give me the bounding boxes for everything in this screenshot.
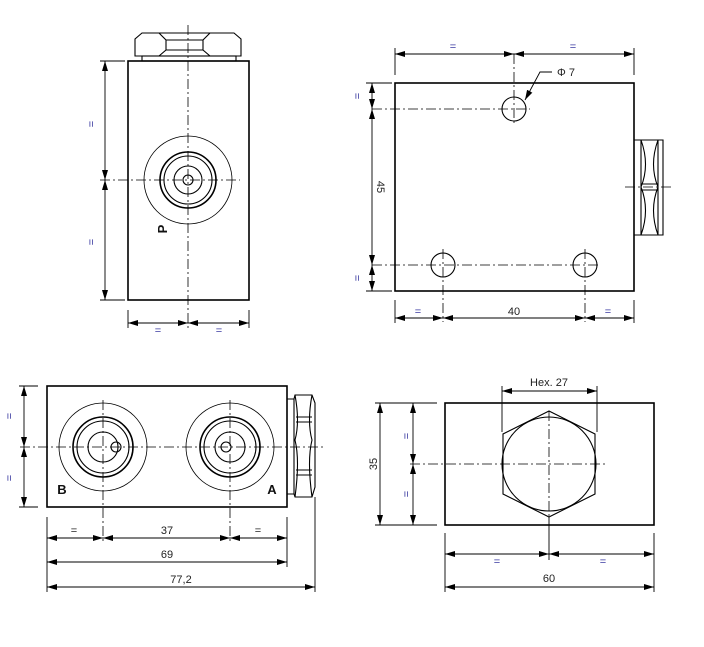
- svg-text:=: =: [401, 433, 413, 439]
- dimension-bottom: = = 60: [444, 533, 655, 592]
- svg-text:=: =: [86, 121, 98, 127]
- hex-nut-side: [287, 394, 316, 498]
- svg-text:=: =: [155, 325, 161, 337]
- valve-body: [444, 402, 655, 526]
- svg-text:=: =: [86, 239, 98, 245]
- svg-text:=: =: [71, 525, 77, 537]
- dimension-left: = 45 =: [352, 82, 392, 292]
- svg-text:=: =: [450, 41, 456, 53]
- dimension-top: = =: [394, 41, 635, 75]
- svg-text:=: =: [600, 556, 606, 568]
- svg-text:60: 60: [543, 573, 555, 585]
- dimension-bottom: = =: [127, 310, 250, 337]
- svg-text:=: =: [570, 41, 576, 53]
- svg-text:69: 69: [161, 549, 173, 561]
- dimension-bottom: = 40 =: [394, 300, 635, 323]
- dimension-hex: Hex. 27: [501, 377, 598, 432]
- svg-text:Hex. 27: Hex. 27: [530, 377, 568, 389]
- dimension-left: = =: [86, 60, 125, 301]
- view-top-mounting: Φ 7 = = = 45 = = 40 =: [352, 41, 672, 323]
- svg-text:=: =: [216, 325, 222, 337]
- svg-text:37: 37: [161, 525, 173, 537]
- svg-text:=: =: [605, 306, 611, 318]
- svg-text:77,2: 77,2: [170, 574, 191, 586]
- view-ports-a-b: B A = = = 37 = 69 77,2: [4, 385, 325, 592]
- svg-text:45: 45: [374, 181, 386, 193]
- valve-body: [394, 82, 635, 292]
- svg-text:=: =: [4, 413, 16, 419]
- port-label-p: P: [155, 224, 170, 233]
- port-label-b: B: [57, 482, 66, 497]
- hole-diameter-label: Φ 7: [557, 67, 575, 79]
- view-front-p-port: P = = = =: [86, 25, 250, 337]
- hex-nut-side: [634, 139, 664, 236]
- dimension-left: 35 = =: [368, 402, 437, 526]
- svg-text:=: =: [4, 475, 16, 481]
- dimension-bottom: = 37 = 69 77,2: [46, 497, 316, 592]
- svg-text:=: =: [352, 275, 364, 281]
- svg-text:=: =: [352, 93, 364, 99]
- valve-body: [46, 385, 288, 508]
- svg-text:=: =: [255, 525, 261, 537]
- svg-text:40: 40: [508, 306, 520, 318]
- svg-text:=: =: [494, 556, 500, 568]
- svg-text:=: =: [415, 306, 421, 318]
- port-label-a: A: [267, 482, 277, 497]
- dimension-left: = =: [4, 385, 38, 508]
- hex-nut-top: [134, 32, 242, 57]
- view-end-hex: Hex. 27 35 = = = = 60: [368, 377, 655, 592]
- valve-body: [127, 60, 250, 301]
- svg-text:=: =: [401, 491, 413, 497]
- svg-text:35: 35: [368, 458, 380, 470]
